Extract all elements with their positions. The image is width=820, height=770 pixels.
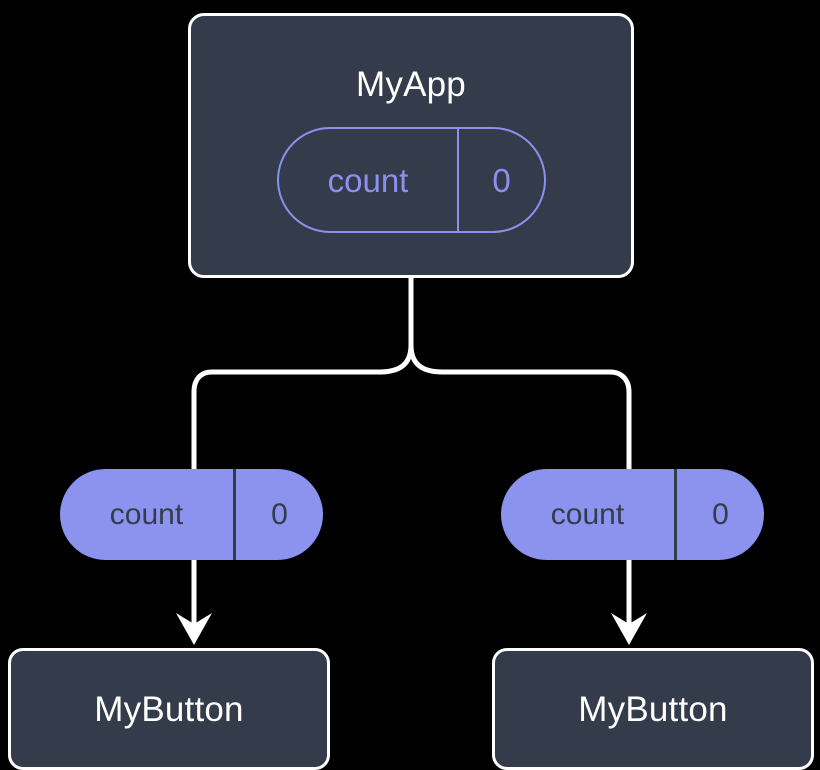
component-node-title: MyButton	[94, 689, 244, 729]
prop-pill-value: 0	[712, 497, 729, 531]
state-pill-key: count	[279, 129, 459, 231]
component-node-mybutton-right[interactable]: MyButton	[492, 648, 814, 770]
prop-pill-key: count	[60, 469, 236, 560]
prop-pill-left[interactable]: count 0	[60, 469, 323, 560]
state-pill-value: 0	[492, 161, 511, 199]
state-pill-myapp[interactable]: count 0	[277, 127, 546, 233]
prop-pill-key: count	[501, 469, 677, 560]
prop-pill-value: 0	[271, 497, 288, 531]
component-node-title: MyApp	[356, 65, 466, 104]
edge-branch-left	[191, 342, 414, 473]
component-node-title: MyButton	[578, 689, 728, 729]
prop-pill-right[interactable]: count 0	[501, 469, 764, 560]
arrowhead-right-icon	[611, 613, 647, 645]
component-node-mybutton-left[interactable]: MyButton	[8, 648, 330, 770]
arrowhead-left-icon	[176, 613, 212, 645]
edge-branch-right	[408, 342, 632, 473]
